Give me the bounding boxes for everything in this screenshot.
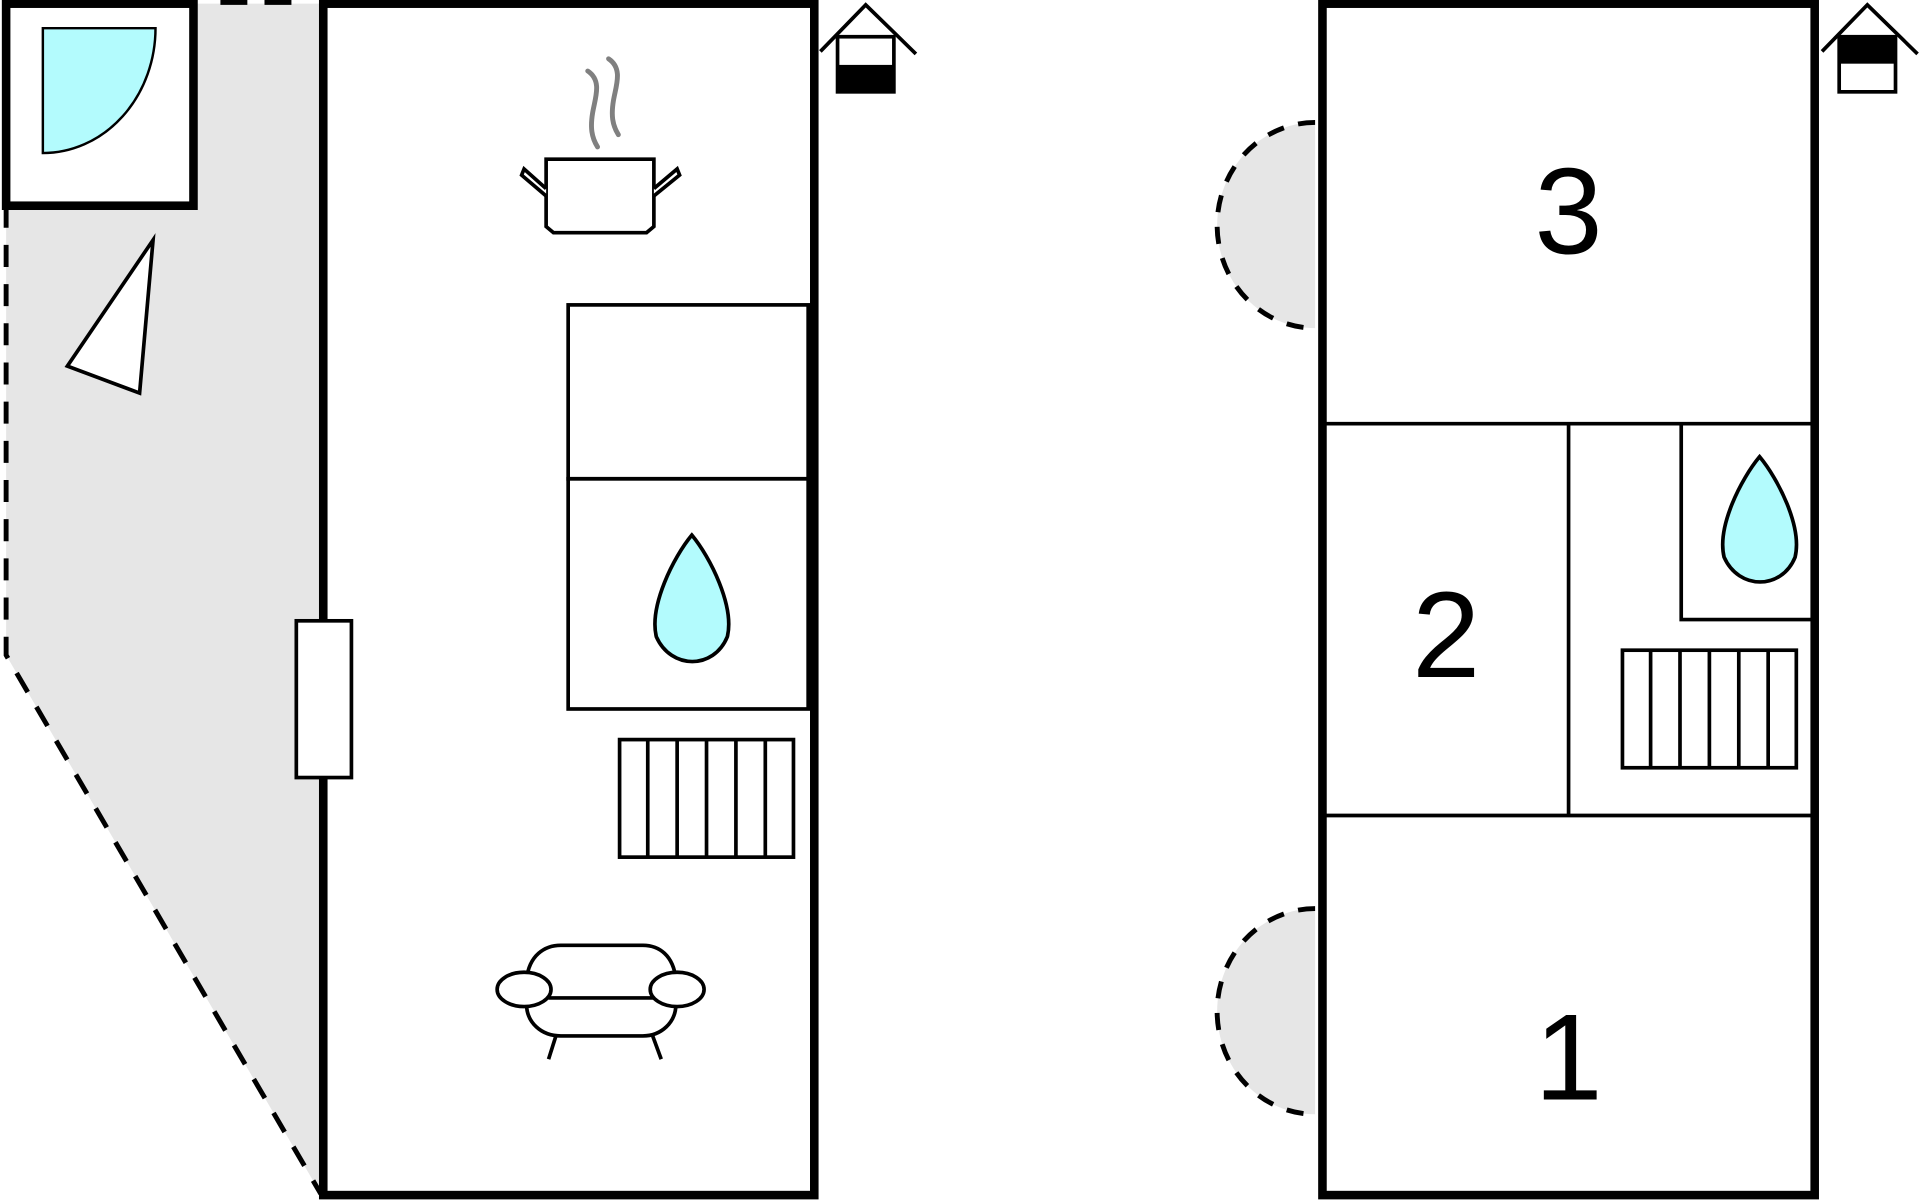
bedroom-1-label: 1	[1535, 989, 1603, 1126]
water-drop-icon	[1721, 453, 1799, 584]
bedroom-2-label: 2	[1412, 566, 1480, 703]
terrace-area	[6, 3, 321, 1194]
water-drop-icon	[653, 532, 731, 664]
kitchen-icon	[519, 56, 682, 235]
stairs-icon	[1620, 648, 1799, 770]
storage-room	[566, 303, 810, 481]
pool-water-icon	[41, 26, 157, 155]
terrace-dashed-border	[3, 205, 323, 1196]
ground-floor	[1, 0, 918, 1200]
balcony-bottom	[1217, 908, 1316, 1115]
door[interactable]	[294, 618, 354, 780]
sofa-icon	[495, 943, 706, 1060]
balcony-bottom-border	[1214, 906, 1316, 1117]
balcony-top	[1217, 122, 1316, 329]
balcony-top-border	[1214, 120, 1316, 331]
ground-floor-walls	[318, 0, 819, 1200]
bedroom-3-label: 3	[1535, 142, 1603, 279]
upper-floor-indicator-icon	[1820, 2, 1919, 94]
parasol-icon	[64, 233, 156, 396]
upper-floor: 3 2 1	[1214, 0, 1919, 1200]
upper-floor-walls	[1318, 0, 1819, 1200]
ground-floor-indicator-icon	[819, 2, 918, 94]
stairs-icon	[617, 737, 796, 859]
bathroom	[566, 476, 810, 711]
